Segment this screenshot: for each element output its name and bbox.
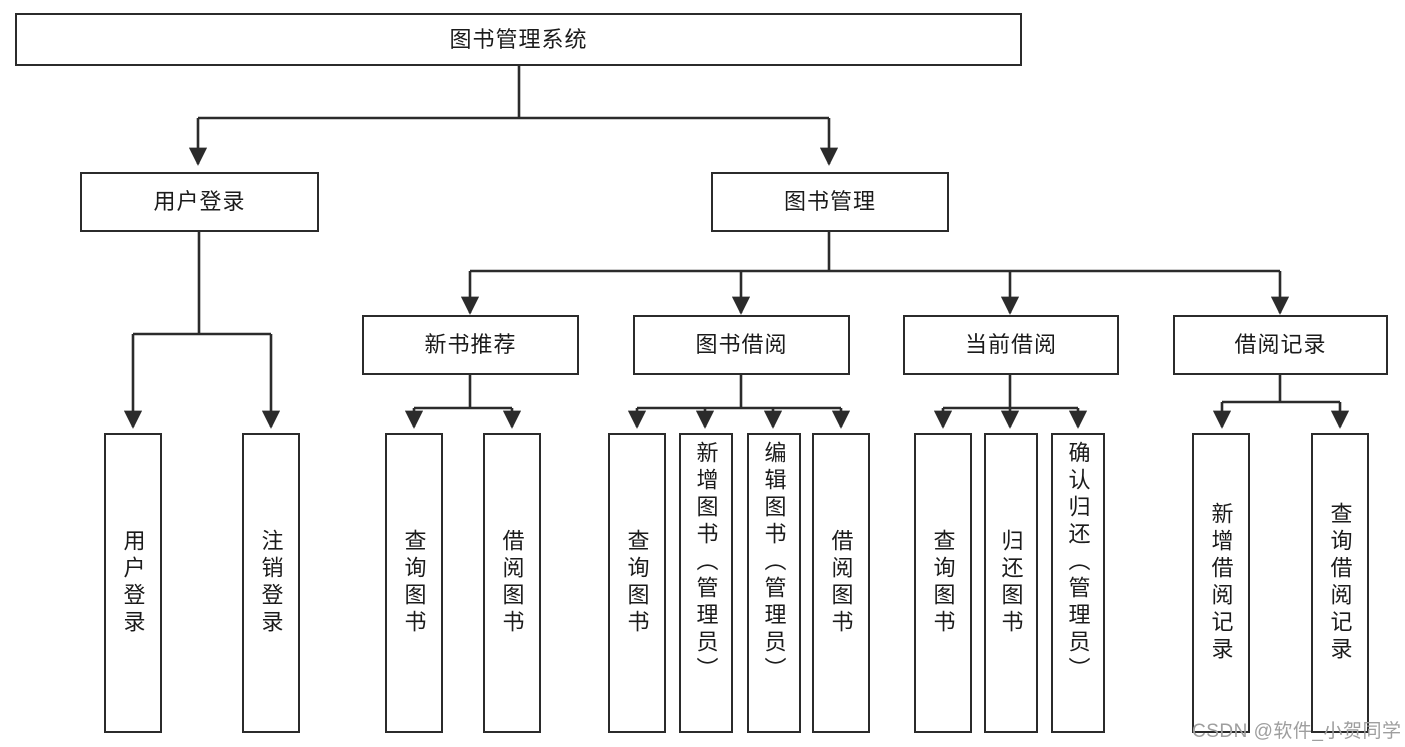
node-root-label: 图书管理系统 [449,26,588,52]
leaf-label: 注销登录 [258,529,284,637]
node-book-management[interactable]: 图书管理 [711,172,949,232]
node-book-management-label: 图书管理 [783,189,876,214]
watermark: CSDN @软件_小贺同学 [1192,721,1402,742]
node-root[interactable]: 图书管理系统 [15,13,1022,66]
node-new-book-recommend[interactable]: 新书推荐 [362,315,579,375]
leaf-label: 借阅图书 [828,529,854,637]
leaf-label: 查询借阅记录 [1327,502,1353,664]
leaf-label: 查询图书 [401,529,427,637]
leaf-borrow-edit-book[interactable]: 编辑图书（管理员） [747,433,801,733]
node-borrow-record[interactable]: 借阅记录 [1173,315,1388,375]
node-borrow-record-label: 借阅记录 [1234,332,1327,357]
leaf-record-add[interactable]: 新增借阅记录 [1192,433,1250,733]
leaf-current-confirm-return[interactable]: 确认归还（管理员） [1051,433,1105,733]
leaf-record-query[interactable]: 查询借阅记录 [1311,433,1369,733]
leaf-borrow-query-book[interactable]: 查询图书 [608,433,666,733]
leaf-borrow-add-book[interactable]: 新增图书（管理员） [679,433,733,733]
leaf-current-query-book[interactable]: 查询图书 [914,433,972,733]
leaf-current-return-book[interactable]: 归还图书 [984,433,1038,733]
node-current-borrow-label: 当前借阅 [964,332,1057,357]
leaf-label: 新增图书（管理员） [693,441,719,684]
node-user-login[interactable]: 用户登录 [80,172,319,232]
leaf-borrow-borrow-book[interactable]: 借阅图书 [812,433,870,733]
leaf-label: 编辑图书（管理员） [761,441,787,684]
leaf-label: 确认归还（管理员） [1065,441,1091,684]
leaf-label: 查询图书 [624,529,650,637]
leaf-label: 归还图书 [998,529,1024,637]
node-user-login-label: 用户登录 [153,189,246,214]
leaf-new-book-borrow[interactable]: 借阅图书 [483,433,541,733]
leaf-label: 新增借阅记录 [1208,502,1234,664]
node-book-borrow-label: 图书借阅 [695,332,788,357]
leaf-new-book-query[interactable]: 查询图书 [385,433,443,733]
leaf-label: 查询图书 [930,529,956,637]
node-new-book-recommend-label: 新书推荐 [424,332,517,357]
node-book-borrow[interactable]: 图书借阅 [633,315,850,375]
leaf-label: 借阅图书 [499,529,525,637]
leaf-label: 用户登录 [120,529,146,637]
leaf-user-login-signin[interactable]: 用户登录 [104,433,162,733]
leaf-user-login-signout[interactable]: 注销登录 [242,433,300,733]
node-current-borrow[interactable]: 当前借阅 [903,315,1119,375]
